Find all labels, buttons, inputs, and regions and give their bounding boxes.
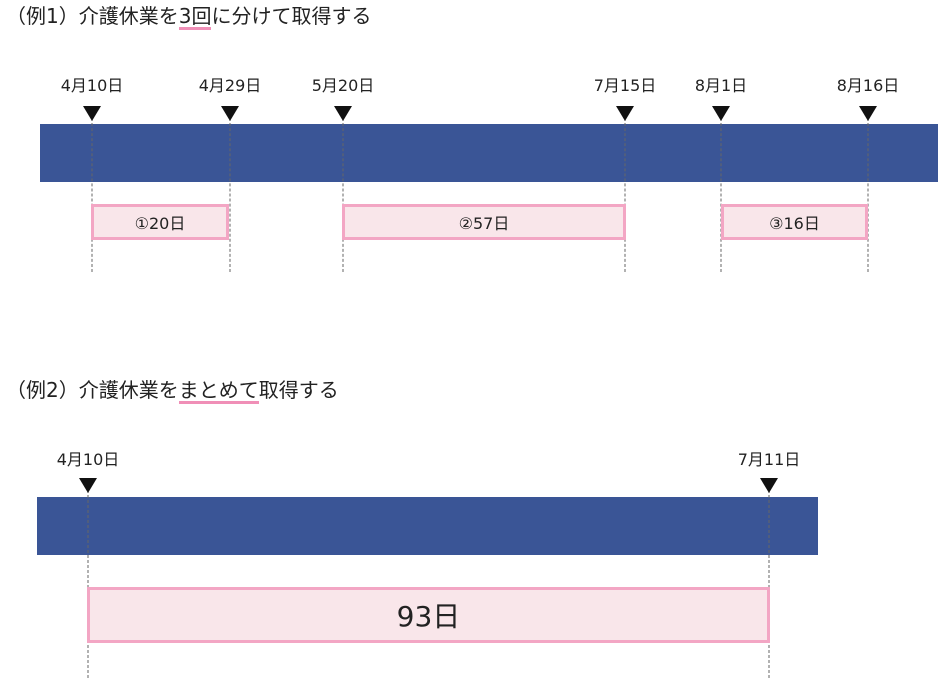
- ex1-guide-line-1: [91, 118, 93, 272]
- ex1-period-1: ①20日: [91, 204, 229, 240]
- example1-heading-highlight: 3回: [178, 4, 212, 30]
- ex1-guide-line-2: [229, 118, 231, 272]
- ex2-timeline-bar: [37, 497, 818, 555]
- down-triangle-icon: [79, 478, 97, 493]
- example1-heading-suffix: に分けて取得する: [211, 4, 372, 28]
- down-triangle-icon: [83, 106, 101, 121]
- down-triangle-icon: [616, 106, 634, 121]
- ex1-period-1-label: ①20日: [134, 214, 186, 233]
- ex1-date-label-6: 8月16日: [836, 76, 900, 95]
- example2-heading-highlight: まとめて: [178, 378, 259, 404]
- down-triangle-icon: [712, 106, 730, 121]
- down-triangle-icon: [760, 478, 778, 493]
- ex1-guide-line-3: [342, 118, 344, 272]
- ex2-date-label-1: 4月10日: [56, 450, 120, 469]
- down-triangle-icon: [859, 106, 877, 121]
- example2-heading-prefix: （例2）介護休業を: [6, 378, 179, 402]
- example1-heading-prefix: （例1）介護休業を: [6, 4, 179, 28]
- down-triangle-icon: [221, 106, 239, 121]
- ex1-timeline-bar: [40, 124, 938, 182]
- ex1-period-3: ③16日: [721, 204, 868, 240]
- ex2-period-1-label: 93日: [396, 600, 461, 633]
- ex2-period-1: 93日: [87, 587, 770, 643]
- ex1-date-label-2: 4月29日: [198, 76, 262, 95]
- ex1-guide-line-6: [867, 118, 869, 272]
- ex1-date-label-5: 8月1日: [694, 76, 748, 95]
- ex1-period-2: ②57日: [342, 204, 626, 240]
- ex2-guide-line-2: [768, 490, 770, 678]
- ex2-guide-line-1: [87, 490, 89, 678]
- example2-heading: （例2）介護休業をまとめて取得する: [6, 378, 339, 404]
- ex2-date-label-2: 7月11日: [737, 450, 801, 469]
- down-triangle-icon: [334, 106, 352, 121]
- ex1-date-label-3: 5月20日: [311, 76, 375, 95]
- ex1-period-2-label: ②57日: [458, 214, 510, 233]
- ex1-date-label-4: 7月15日: [593, 76, 657, 95]
- example1-heading: （例1）介護休業を3回に分けて取得する: [6, 4, 371, 30]
- ex1-date-label-1: 4月10日: [60, 76, 124, 95]
- ex1-period-3-label: ③16日: [769, 214, 820, 233]
- ex1-guide-line-4: [624, 118, 626, 272]
- example2-heading-suffix: 取得する: [258, 378, 339, 402]
- ex1-guide-line-5: [720, 118, 722, 272]
